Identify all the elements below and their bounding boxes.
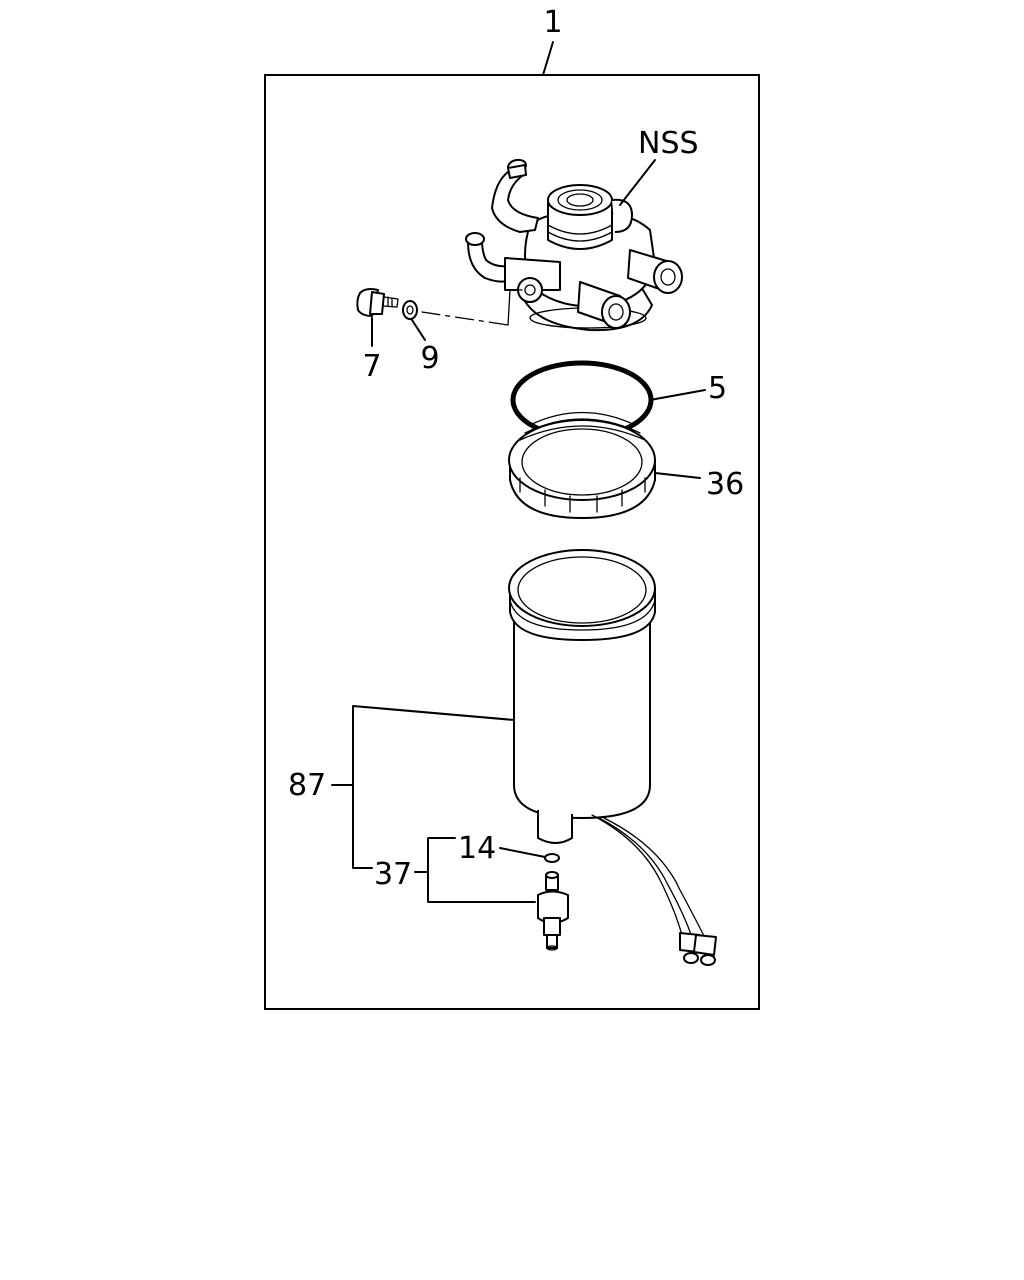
filter-head	[465, 158, 683, 332]
assembly-frame	[264, 74, 760, 1010]
label-retaining-ring-36[interactable]: 36	[706, 467, 744, 502]
label-bolt-7[interactable]: 7	[362, 349, 381, 384]
label-head-nss[interactable]: NSS	[638, 126, 699, 161]
label-o-ring-5[interactable]: 5	[708, 371, 727, 406]
head-leader	[619, 159, 656, 206]
sensor-o-ring	[544, 853, 560, 863]
retaining-ring-leader	[654, 472, 701, 479]
assembly-leader	[542, 41, 554, 76]
washer	[402, 300, 418, 320]
bolt	[356, 288, 399, 317]
filter-element	[508, 549, 717, 966]
bolt-alignment-line	[421, 311, 509, 326]
washer-leader	[411, 319, 426, 341]
label-sensor-o-ring-14[interactable]: 14	[458, 831, 496, 866]
o-ring-leader	[649, 389, 706, 401]
water-sensor	[537, 871, 569, 951]
label-assembly-1[interactable]: 1	[543, 5, 562, 40]
label-filter-element-87[interactable]: 87	[288, 768, 326, 803]
sensor-o-ring-leader	[499, 847, 546, 858]
sensor-assembly-bracket	[427, 837, 536, 903]
retaining-ring	[508, 411, 656, 519]
label-washer-9[interactable]: 9	[420, 341, 439, 376]
filter-element-bracket	[352, 705, 515, 869]
label-sensor-assembly-37[interactable]: 37	[374, 857, 412, 892]
